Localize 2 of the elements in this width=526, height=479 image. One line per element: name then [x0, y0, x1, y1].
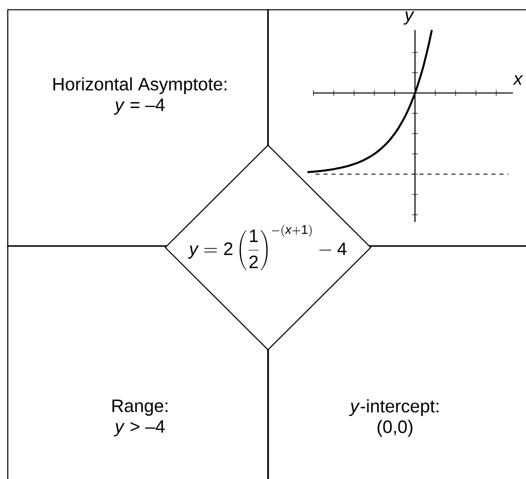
axis-label: y	[403, 11, 414, 25]
axis-label: x	[512, 75, 524, 85]
